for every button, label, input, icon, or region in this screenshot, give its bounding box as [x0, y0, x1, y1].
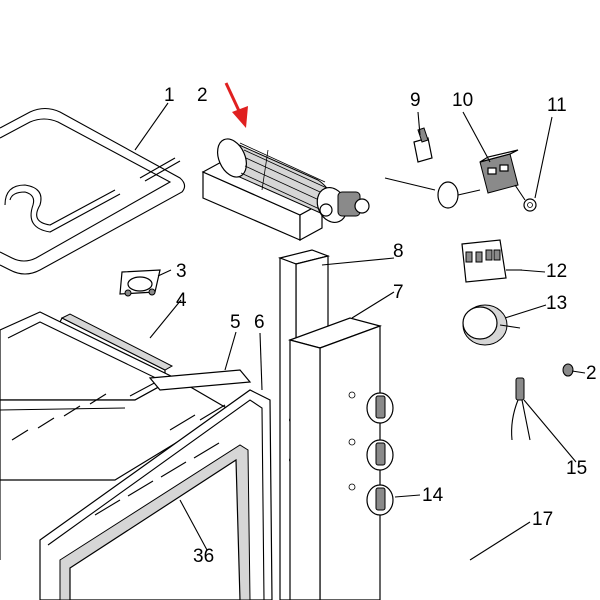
oven-cavity — [0, 311, 232, 560]
callout-11: 11 — [547, 95, 567, 116]
callout-3: 3 — [176, 261, 187, 282]
oven-door — [39, 389, 273, 600]
callout-7: 7 — [393, 282, 404, 303]
callout-9: 9 — [410, 90, 421, 111]
timer-unit — [462, 304, 521, 346]
door-trim-strip — [148, 369, 252, 391]
callout-1: 1 — [164, 85, 175, 106]
door-vent-slots — [94, 404, 226, 516]
sensor-lamp — [511, 377, 531, 441]
small-bushing — [562, 363, 574, 377]
fan-drum — [217, 138, 332, 216]
selector-switch — [384, 149, 526, 209]
callout-5: 5 — [230, 312, 241, 333]
control-panel — [288, 317, 394, 600]
control-knob — [348, 438, 394, 471]
control-knob — [348, 483, 394, 516]
fan-motor-housing — [316, 186, 370, 224]
leader-lines — [134, 102, 586, 561]
callout-12: 12 — [546, 261, 567, 282]
callout-8: 8 — [393, 241, 404, 262]
callout-labels: 1 2 3 4 5 6 7 8 9 10 11 12 13 2 14 15 17… — [164, 85, 597, 567]
highlight-arrow — [224, 82, 248, 128]
heating-element — [0, 107, 186, 275]
callout-2: 2 — [197, 85, 208, 106]
switch-block — [461, 239, 522, 283]
cavity-slots — [11, 393, 107, 441]
callout-10: 10 — [452, 90, 473, 111]
callout-36: 36 — [193, 546, 214, 567]
callout-6: 6 — [254, 312, 265, 333]
callout-2b: 2 — [586, 363, 597, 384]
tangential-fan-motor — [201, 138, 370, 242]
callout-4: 4 — [176, 290, 187, 311]
nut — [523, 198, 537, 212]
wire-clip — [413, 127, 433, 163]
callout-14: 14 — [422, 485, 444, 506]
callout-15: 15 — [566, 458, 587, 479]
clip-part — [119, 269, 161, 297]
control-knob — [348, 391, 394, 424]
callout-13: 13 — [546, 293, 567, 314]
callout-17: 17 — [532, 509, 553, 530]
